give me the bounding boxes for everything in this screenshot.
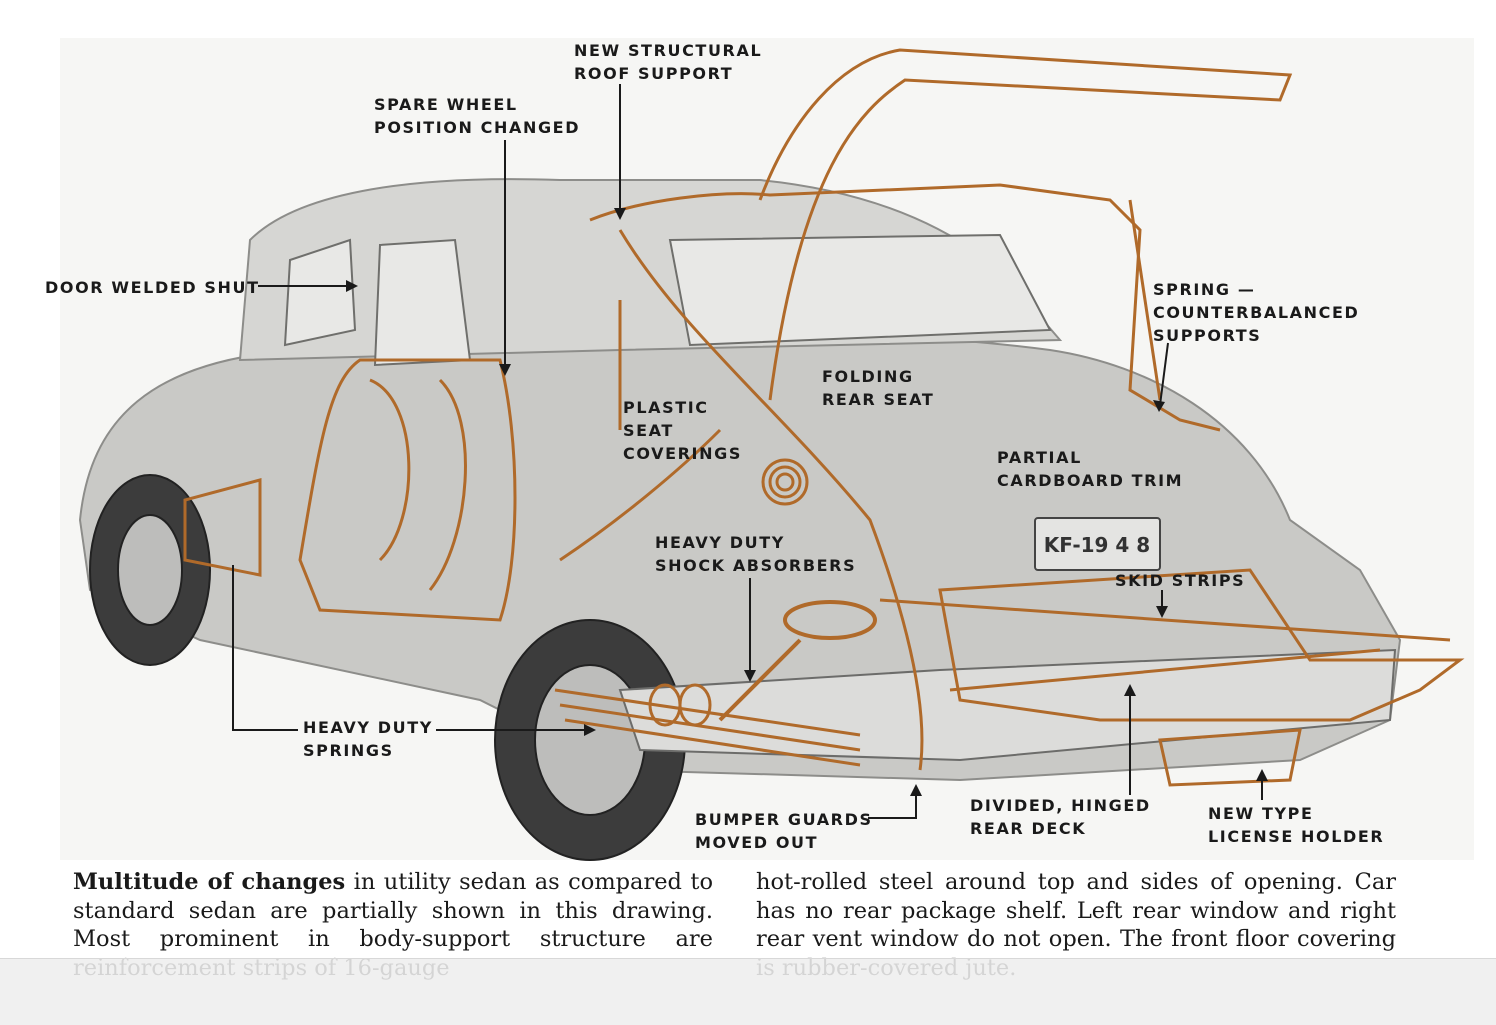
rear-bumper xyxy=(618,648,1397,762)
label-license-holder: NEW TYPE LICENSE HOLDER xyxy=(1208,804,1385,846)
label-spare-wheel: SPARE WHEEL POSITION CHANGED xyxy=(374,95,581,137)
wheels xyxy=(89,474,686,861)
leaf-springs xyxy=(554,683,861,767)
coil-spring xyxy=(761,458,809,506)
label-folding-seat: FOLDING REAR SEAT xyxy=(822,367,935,409)
callout-leader-lines xyxy=(232,84,1263,819)
label-roof-support: NEW STRUCTURAL ROOF SUPPORT xyxy=(574,41,763,83)
label-plastic-seat: PLASTIC SEAT COVERINGS xyxy=(623,398,742,463)
bottom-toolbar-area xyxy=(0,958,1496,1025)
license-plate-group: KF-19 4 8 xyxy=(1034,517,1161,571)
label-springs: HEAVY DUTY SPRINGS xyxy=(303,718,433,760)
label-door-welded: DOOR WELDED SHUT xyxy=(45,278,260,297)
label-spring-supports: SPRING — COUNTERBALANCED SUPPORTS xyxy=(1153,280,1360,345)
label-shock-absorbers: HEAVY DUTY SHOCK ABSORBERS xyxy=(655,533,857,575)
shock-absorber xyxy=(718,600,877,722)
label-cardboard-trim: PARTIAL CARDBOARD TRIM xyxy=(997,448,1184,490)
caption-lead: Multitude of changes xyxy=(73,869,346,895)
label-skid-strips: SKID STRIPS xyxy=(1115,571,1246,590)
callout-arrowheads xyxy=(346,208,1268,796)
label-rear-deck: DIVIDED, HINGED REAR DECK xyxy=(970,796,1151,838)
license-plate: KF-19 4 8 xyxy=(1044,533,1150,557)
car-windows xyxy=(283,233,1052,367)
label-bumper-guards: BUMPER GUARDS MOVED OUT xyxy=(695,810,873,852)
